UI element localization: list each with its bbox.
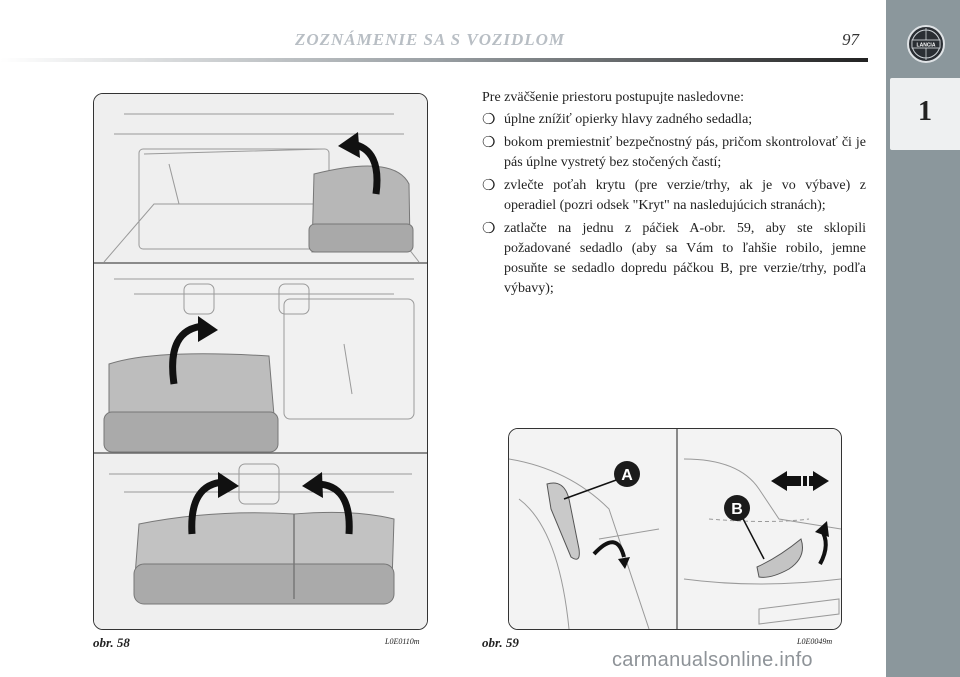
header-rule xyxy=(0,58,868,62)
page-number: 97 xyxy=(842,30,859,49)
list-item: ❍ zatlačte na jednu z páčiek A-obr. 59, a… xyxy=(482,219,866,299)
figure-59-code: L0E0049m xyxy=(797,637,833,646)
label-a: A xyxy=(621,467,633,484)
list-item: ❍ bokom premiestniť bezpečnostný pás, pri… xyxy=(482,133,866,173)
watermark: carmanualsonline.info xyxy=(612,649,813,671)
bullet-icon: ❍ xyxy=(482,135,496,151)
list-item-text: bokom premiestniť bezpečnostný pás, prič… xyxy=(504,135,866,170)
list-item-text: zvlečte poťah krytu (pre verzie/trhy, ak… xyxy=(504,178,866,213)
label-b: B xyxy=(731,501,743,518)
running-header: ZOZNÁMENIE SA S VOZIDLOM xyxy=(294,30,566,49)
figure-59-illustration: A B xyxy=(508,428,842,630)
lancia-logo: LANCIA xyxy=(907,25,945,63)
list-item: ❍ zvlečte poťah krytu (pre verzie/trhy, a… xyxy=(482,176,866,216)
bullet-icon: ❍ xyxy=(482,178,496,194)
list-item-text: zatlačte na jednu z páčiek A-obr. 59, ab… xyxy=(504,221,866,296)
figure-58-code: L0E0110m xyxy=(385,637,420,646)
list-item: ❍ úplne znížiť opierky hlavy zadného seda… xyxy=(482,110,866,130)
chapter-number: 1 xyxy=(918,96,932,127)
svg-text:LANCIA: LANCIA xyxy=(917,43,936,49)
instructions-text: Pre zväčšenie priestoru postupujte nasle… xyxy=(482,88,866,302)
figure-58-caption: obr. 58 xyxy=(93,635,130,650)
bullet-icon: ❍ xyxy=(482,221,496,237)
bullet-icon: ❍ xyxy=(482,112,496,128)
list-item-text: úplne znížiť opierky hlavy zadného sedad… xyxy=(504,112,753,127)
figure-58-illustration xyxy=(93,93,428,630)
intro-paragraph: Pre zväčšenie priestoru postupujte nasle… xyxy=(482,90,745,105)
chapter-tab[interactable]: 1 xyxy=(890,78,960,150)
figure-59-caption: obr. 59 xyxy=(482,635,519,650)
